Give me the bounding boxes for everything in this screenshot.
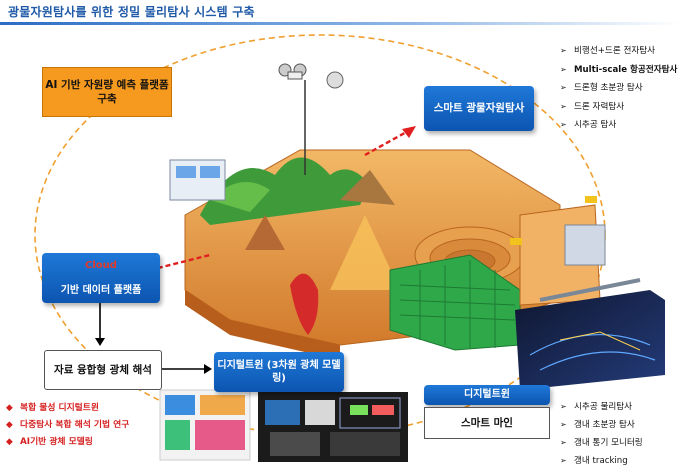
ai-platform-box: AI 기반 자원량 예측 플랫폼 구축: [42, 67, 172, 117]
control-station-icon: [169, 159, 226, 201]
red-diamond-bullet-icon: ◆: [6, 420, 13, 430]
arrow-bullet-icon: ➢: [560, 402, 567, 411]
fusion-list: ◆복합 물성 디지털트윈 ◆다중탐사 복합 해석 기법 연구 ◆AI기반 광체 …: [6, 400, 129, 451]
list-item: ➢시추공 물리탐사: [560, 398, 643, 416]
list-item: ➢드론형 초분광 탐사: [560, 79, 677, 98]
arrow-bullet-icon: ➢: [560, 420, 567, 429]
smart-mine-list: ➢시추공 물리탐사 ➢갱내 초분광 탐사 ➢갱내 통기 모니터링 ➢갱내 tra…: [560, 398, 643, 470]
smart-exploration-list: ➢비행선+드론 전자탐사 ➢Multi-scale 항공전자탐사 ➢드론형 초분…: [560, 42, 677, 135]
arrow-bullet-icon: ➢: [560, 438, 567, 447]
list-item: ➢갱내 통기 모니터링: [560, 434, 643, 452]
red-diamond-bullet-icon: ◆: [6, 437, 13, 447]
underground-mine: [515, 290, 665, 390]
rock-mountain: [245, 215, 285, 250]
smart-exploration-box: 스마트 광물자원탐사: [424, 86, 534, 131]
drone-icon: [278, 63, 344, 89]
arrow-head: [402, 126, 416, 138]
arrow-bullet-icon: ➢: [560, 64, 567, 74]
title-underline: [0, 22, 680, 25]
list-item: ➢드론 자력탐사: [560, 98, 677, 117]
rock-peak: [340, 170, 395, 205]
terrain-side: [185, 290, 340, 360]
list-item: ◆복합 물성 디지털트윈: [6, 400, 129, 417]
smart-mine-box: 스마트 마인: [424, 407, 550, 439]
arrow-bullet-icon: ➢: [560, 101, 567, 111]
list-item: ◆다중탐사 복합 해석 기법 연구: [6, 417, 129, 434]
arrow-bullet-icon: ➢: [560, 456, 567, 465]
fusion-analysis-box: 자료 융합형 광체 해석: [44, 350, 162, 390]
truck-icon: [510, 238, 522, 245]
page-title: 광물자원탐사를 위한 정밀 물리탐사 시스템 구축: [8, 5, 255, 19]
conveyor: [539, 278, 641, 302]
red-link-arrows: [149, 128, 411, 272]
list-item: ◆AI기반 광체 모델링: [6, 434, 129, 451]
cloud-platform-box: Cloud 기반 데이터 플랫폼: [42, 253, 160, 303]
red-diamond-bullet-icon: ◆: [6, 403, 13, 413]
facility-building: [564, 224, 606, 266]
cloud-platform-label: 기반 데이터 플랫폼: [60, 284, 142, 296]
arrow-bullet-icon: ➢: [560, 83, 567, 92]
arrow-bullet-icon: ➢: [560, 120, 567, 129]
cloud-keyword: Cloud: [85, 259, 117, 271]
scan-cone: [330, 215, 400, 290]
truck-icon: [585, 196, 597, 203]
list-item: ➢갱내 tracking: [560, 452, 643, 470]
list-item: ➢비행선+드론 전자탐사: [560, 42, 677, 61]
digital-twin-modeling-box: 디지털트윈 (3차원 광체 모델링): [214, 352, 344, 392]
list-item: ➢Multi-scale 항공전자탐사: [560, 61, 677, 80]
digital-twin-header: 디지털트윈: [424, 385, 550, 405]
list-item: ➢갱내 초분광 탐사: [560, 416, 643, 434]
arrow-bullet-icon: ➢: [560, 46, 567, 55]
ore-body: [290, 273, 319, 335]
list-item: ➢시추공 탐사: [560, 116, 677, 135]
